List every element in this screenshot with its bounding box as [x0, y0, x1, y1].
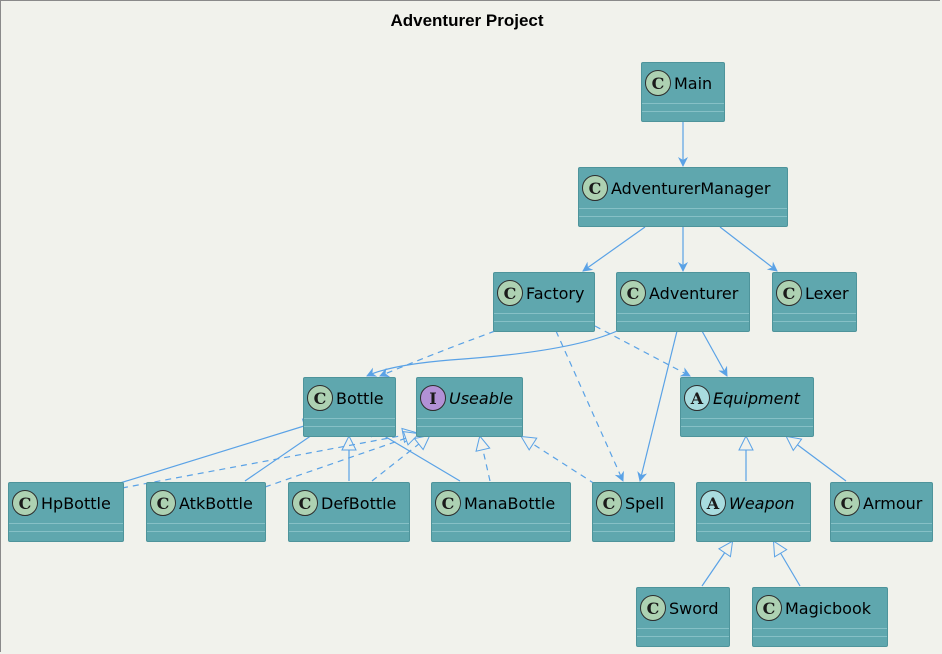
class-badge-icon: C [776, 280, 802, 306]
interface-name: Useable [449, 388, 514, 408]
edge-adventurer-equipment [701, 330, 728, 377]
class-badge-icon: C [834, 490, 860, 516]
edge-factory-spell [555, 330, 624, 482]
diagram-title: Adventurer Project [390, 11, 544, 30]
edge-hpbottle-bottle [119, 422, 317, 484]
class-name: DefBottle [321, 493, 397, 513]
class-name: Armour [863, 493, 923, 513]
class-badge-icon: C [497, 280, 523, 306]
edge-adventurer-spell [637, 330, 678, 482]
edge-defbottle-useable [371, 436, 429, 482]
abstract-class-name: Weapon [729, 493, 795, 513]
class-badge-icon: C [645, 70, 671, 96]
edge-adventurer-bottle [366, 330, 618, 377]
class-badge-icon: C [756, 595, 782, 621]
edge-atkbottle-useable [264, 434, 418, 488]
class-name: AdventurerManager [611, 178, 771, 198]
class-badge-icon: C [620, 280, 646, 306]
edge-adventurermanager-factory [582, 226, 646, 272]
abstract-badge-icon: A [700, 490, 726, 516]
edge-armour-equipment [787, 437, 847, 482]
edge-manabottle-useable [480, 437, 490, 482]
class-name: ManaBottle [464, 493, 556, 513]
class-name: HpBottle [41, 493, 111, 513]
class-badge-icon: C [292, 490, 318, 516]
class-name: Spell [625, 493, 665, 513]
class-badge-icon: C [307, 385, 333, 411]
edge-hpbottle-useable [121, 433, 416, 489]
class-badge-icon: C [582, 175, 608, 201]
class-name: Bottle [336, 388, 384, 408]
edge-sword-weapon [701, 542, 732, 587]
edge-factory-bottle [379, 330, 496, 378]
class-badge-icon: C [596, 490, 622, 516]
abstract-badge-icon: A [684, 385, 710, 411]
edge-adventurermanager-lexer [719, 226, 778, 272]
edge-factory-equipment [594, 325, 691, 377]
class-name: Sword [669, 598, 719, 618]
edge-magicbook-weapon [774, 542, 801, 587]
class-name: AtkBottle [179, 493, 253, 513]
class-badge-icon: C [12, 490, 38, 516]
class-name: Main [674, 73, 713, 93]
class-badge-icon: C [435, 490, 461, 516]
class-name: Adventurer [649, 283, 739, 303]
class-badge-icon: C [150, 490, 176, 516]
interface-badge-icon: I [420, 385, 446, 411]
class-name: Magicbook [785, 598, 872, 618]
abstract-class-name: Equipment [713, 388, 800, 408]
class-name: Factory [526, 283, 585, 303]
class-name: Lexer [805, 283, 849, 303]
class-badge-icon: C [640, 595, 666, 621]
edge-spell-useable [522, 437, 596, 485]
